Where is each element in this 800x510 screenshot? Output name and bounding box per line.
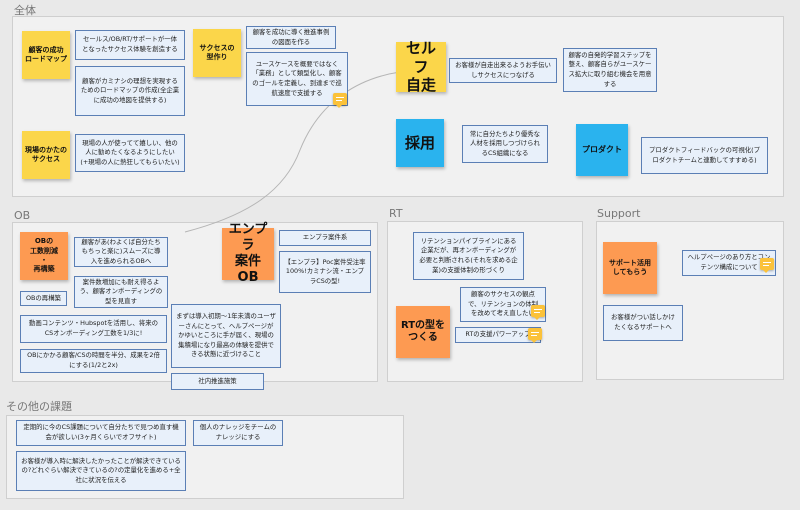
card-product-feedback[interactable]: プロダクトフィードバックの可視化(プロダクトチームと連動してすすめる) xyxy=(641,137,768,174)
frame-label-support: Support xyxy=(597,207,641,220)
sticky-success-type[interactable]: サクセスの 型作り xyxy=(193,29,241,77)
card-ob-smooth[interactable]: 顧客があ(わよくば自分たちもちっと楽に)スムーズに導入を進められるOBへ xyxy=(74,237,168,267)
card-enterprise-series[interactable]: エンプラ案件系 xyxy=(279,230,371,246)
card-first-month[interactable]: まずは導入初期〜1年未満のユーザーさんにとって、ヘルプページがかゆいところに手が… xyxy=(171,304,281,368)
sticky-product[interactable]: プロダクト xyxy=(576,124,628,176)
sticky-rt-type[interactable]: RTの型を つくる xyxy=(396,306,450,358)
sticky-enterprise-ob[interactable]: エンプラ 案件OB xyxy=(222,222,274,285)
card-internal-ops[interactable]: 社内推進施策 xyxy=(171,373,264,390)
card-customer-roadmap[interactable]: 顧客がカミナシの理想を実現するためのロードマップの作成(全企業に成功の地図を提供… xyxy=(75,66,185,116)
frame-label-overall: 全体 xyxy=(14,4,36,17)
frame-label-others: その他の課題 xyxy=(6,400,72,413)
sticky-success-roadmap[interactable]: 顧客の成功 ロードマップ xyxy=(22,31,70,79)
sticky-hiring[interactable]: 採用 xyxy=(396,119,444,167)
card-learning-steps[interactable]: 顧客の自発的学習ステップを整え、顧客自らがユースケース拡大に取り組む機会を用意す… xyxy=(563,48,657,92)
card-field-use[interactable]: 現場の人が使ってて嬉しい、他の人に勧めたくなるようにしたい(+現場の人に熱狂して… xyxy=(75,134,185,172)
comment-icon[interactable] xyxy=(333,93,347,108)
frame-label-rt: RT xyxy=(389,207,403,220)
card-lead-cases[interactable]: 顧客を成功に導く推進事例の図面を作る xyxy=(246,26,336,49)
card-self-help[interactable]: お客様が自走出来るようお手伝いしサクセスにつなげる xyxy=(449,58,557,83)
card-video-content[interactable]: 動画コンテンツ・Hubspotを活用し、将来のCSオンボーディング工数を1/3に… xyxy=(20,315,167,343)
card-hire-cs[interactable]: 常に自分たちより優秀な人材を採用しつづけられるCS組織になる xyxy=(462,125,548,163)
card-regular-cs[interactable]: 定期的に今のCS課題について自分たちで見つめ直す機会が欲しい(3ヶ月くらいでオフ… xyxy=(16,420,186,446)
card-ob-tolerant[interactable]: 案件数増加にも耐え得るよう、顧客オンボーディングの型を見直す xyxy=(74,276,168,308)
frame-label-ob: OB xyxy=(14,209,31,222)
card-ob-time[interactable]: OBにかかる顧客/CSの時間を半分、成果を2倍にする(1/2と2x) xyxy=(20,349,167,373)
sticky-field-success[interactable]: 現場のかたの サクセス xyxy=(22,131,70,179)
card-support-want[interactable]: お客様がつい話しかけたくなるサポートへ xyxy=(603,305,683,341)
sticky-ob-cost[interactable]: OBの 工数削減 ・ 再構築 xyxy=(20,232,68,280)
card-usecase-typify[interactable]: ユースケースを概要ではなく「業務」として類型化し、顧客のゴールを定義し、到達まで… xyxy=(246,52,348,106)
card-personal-knowledge[interactable]: 個人のナレッジをチームのナレッジにする xyxy=(193,420,283,446)
card-sales-onebody[interactable]: セールス/OB/RT/サポートが一体となったサクセス体験を創造する xyxy=(75,30,185,60)
card-retention-pipeline[interactable]: リテンションパイプラインにある企業だが、再オンボーディングが必要と判断される(そ… xyxy=(413,232,524,280)
sticky-self-reliance[interactable]: セルフ 自走 xyxy=(396,39,446,94)
card-customer-issue[interactable]: お客様が導入時に解決したかったことが解決できているの?どれぐらい解決できているの… xyxy=(16,451,186,491)
comment-icon[interactable] xyxy=(531,305,545,320)
card-enterprise-poc[interactable]: 【エンプラ】Poc案件受注率100%!カミナシ流・エンプラCSの型! xyxy=(279,251,371,293)
comment-icon[interactable] xyxy=(528,328,542,343)
sticky-support-usage[interactable]: サポート活用 してもらう xyxy=(603,242,657,294)
comment-icon[interactable] xyxy=(760,258,774,273)
card-ob-form[interactable]: OBの再構築 xyxy=(20,291,67,306)
